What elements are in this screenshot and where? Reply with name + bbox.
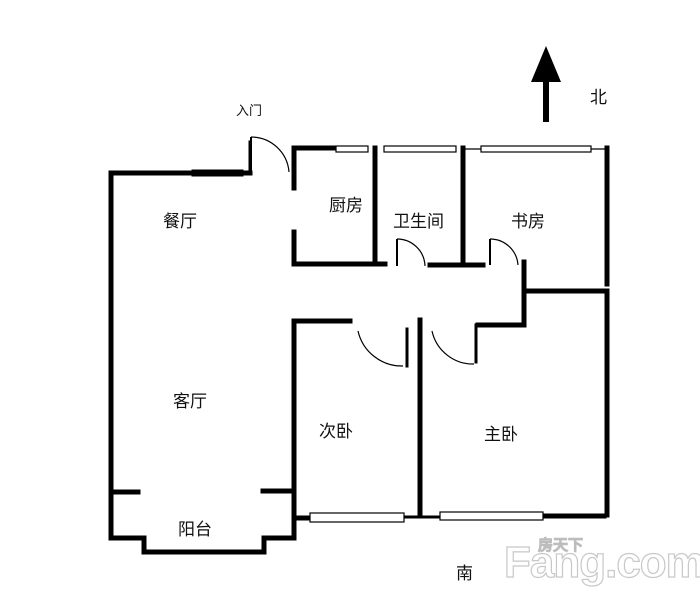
windows: [309, 145, 607, 523]
north-label: 北: [590, 88, 607, 108]
walls: [108, 140, 610, 555]
watermark-brand-en: Fang.com: [503, 537, 700, 587]
room-label-kitchen: 厨房: [329, 196, 363, 216]
room-label-living: 客厅: [173, 392, 207, 412]
room-label-dining: 餐厅: [163, 212, 197, 232]
room-label-balcony: 阳台: [178, 520, 212, 540]
watermark-brand-cn: 房天下: [538, 536, 584, 555]
fang-watermark-logo: Fang.com 房天下: [500, 528, 700, 598]
room-label-bathroom: 卫生间: [393, 212, 444, 232]
entrance-label: 入门: [236, 104, 263, 119]
room-label-master-bedroom: 主卧: [484, 425, 518, 445]
room-label-study: 书房: [511, 212, 545, 232]
north-arrow-icon: [531, 46, 561, 122]
doors: [250, 136, 519, 367]
room-label-second-bedroom: 次卧: [319, 422, 353, 442]
south-label: 南: [456, 564, 473, 584]
